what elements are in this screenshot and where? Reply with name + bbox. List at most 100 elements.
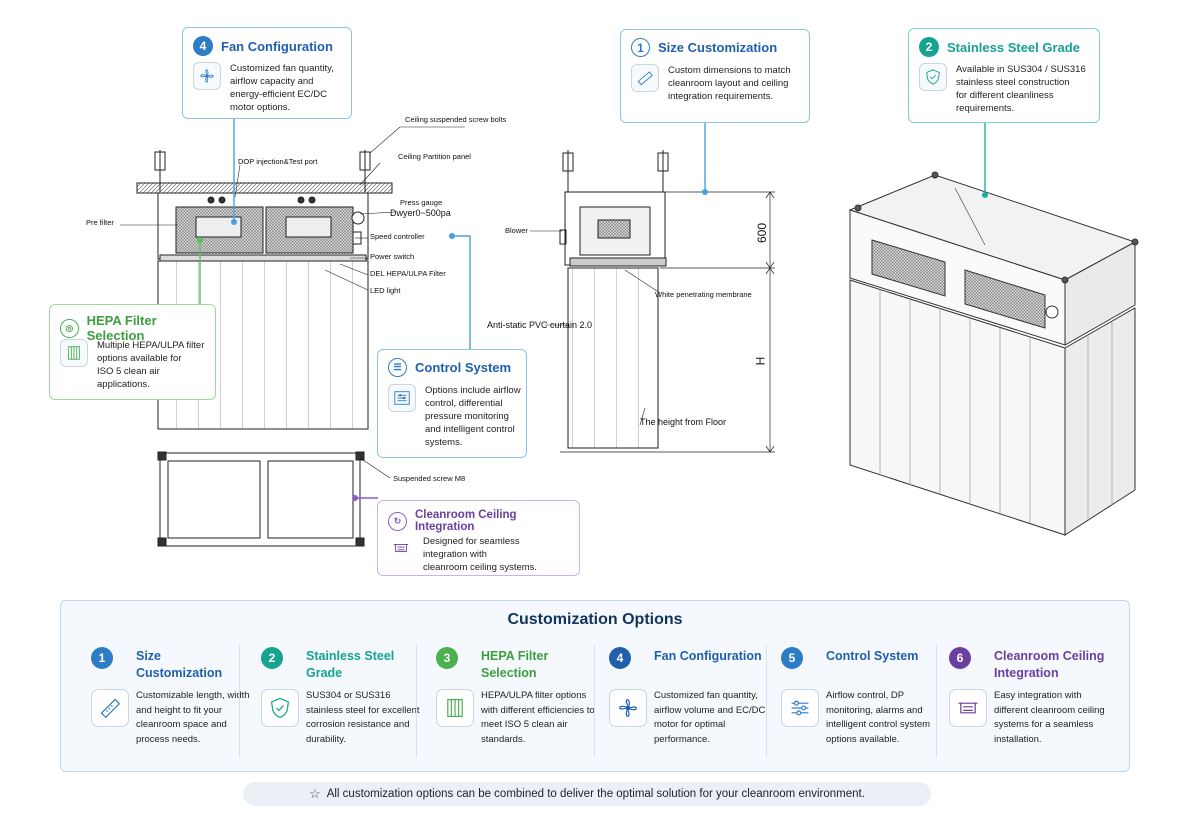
callout-text-line: and intelligent control <box>425 424 515 435</box>
callout-text-line: integration requirements. <box>668 91 774 102</box>
callout-text-line: control, differential <box>425 398 503 409</box>
callout-connectors <box>197 118 988 501</box>
footer-text: All customization options can be combine… <box>326 788 865 800</box>
ruler-icon <box>91 689 129 727</box>
label-dop-port: DOP injection&Test port <box>238 157 318 166</box>
option-description: Airflow control, DP monitoring, alarms a… <box>826 690 931 745</box>
label-led-light: LED light <box>370 286 401 295</box>
ceiling-small-icon: ↻ <box>388 511 407 531</box>
option-title: HEPA Filter Selection <box>481 649 549 680</box>
callout-text-line: airflow capacity and <box>230 76 314 87</box>
option-description: HEPA/ULPA filter options with different … <box>481 690 595 745</box>
label-speed-controller: Speed controller <box>370 232 425 241</box>
label-partition-panel: Ceiling Partition panel <box>398 152 471 161</box>
callout-number-badge: 4 <box>193 36 213 56</box>
footer-note: ☆ All customization options can be combi… <box>243 782 931 806</box>
label-dim-h: H <box>753 356 768 366</box>
technical-drawing <box>120 118 1139 547</box>
option-number-badge: 5 <box>781 647 803 669</box>
option-size: 1 Size Customization Customizable length… <box>71 645 250 765</box>
option-ceiling: 6 Cleanroom Ceiling Integration Easy int… <box>929 645 1124 765</box>
callout-text-line: options available for <box>97 353 182 364</box>
option-title: Stainless Steel Grade <box>306 649 395 680</box>
callout-stainless-steel: 2 Stainless Steel Grade Available in SUS… <box>908 28 1100 123</box>
callout-text-line: systems. <box>425 437 463 448</box>
option-description: Easy integration with different cleanroo… <box>994 690 1105 745</box>
filter-icon <box>436 689 474 727</box>
customization-options-panel: Customization Options 1 Size Customizati… <box>60 600 1130 772</box>
callout-title: Stainless Steel Grade <box>947 39 1080 55</box>
front-view <box>120 126 465 547</box>
option-number-badge: 4 <box>609 647 631 669</box>
callout-text-line: Available in SUS304 / SUS316 <box>956 64 1086 75</box>
divider <box>766 645 767 757</box>
callout-text-line: requirements. <box>956 103 1015 114</box>
label-membrane: White penetrating membrane <box>655 290 752 299</box>
callout-text-line: Options include airflow <box>425 385 521 396</box>
label-press-gauge: Press gauge <box>400 198 443 207</box>
callout-text-line: stainless steel construction <box>956 77 1070 88</box>
callout-text-line: Designed for seamless <box>423 536 520 547</box>
filter-icon <box>60 339 88 367</box>
control-panel-icon <box>781 689 819 727</box>
label-curtain: Anti-static PVC curtain 2.0 <box>487 320 593 330</box>
label-ceiling-bolts: Ceiling suspended screw bolts <box>405 115 507 124</box>
callout-title: HEPA Filter Selection <box>86 313 157 343</box>
callout-text-line: Custom dimensions to match <box>668 65 791 76</box>
callout-title: Cleanroom Ceiling Integration <box>414 509 517 533</box>
callout-text-line: for different cleanliness <box>956 90 1054 101</box>
option-steel: 2 Stainless Steel Grade SUS304 or SUS316… <box>241 645 420 765</box>
fan-icon <box>193 62 221 90</box>
callout-title: Control System <box>415 360 512 375</box>
option-number-badge: 3 <box>436 647 458 669</box>
label-hepa-filter: DEL HEPA/ULPA Filter <box>370 269 446 278</box>
ceiling-icon <box>949 689 987 727</box>
option-title: Cleanroom Ceiling Integration <box>994 649 1105 680</box>
callout-text-line: Multiple HEPA/ULPA filter <box>97 340 205 351</box>
option-title: Fan Configuration <box>654 649 762 663</box>
option-control: 5 Control System Airflow control, DP mon… <box>761 645 931 765</box>
callout-text-line: integration with <box>423 549 487 560</box>
divider <box>936 645 937 757</box>
ruler-icon <box>631 64 659 92</box>
label-power-switch: Power switch <box>370 252 415 261</box>
star-icon: ☆ <box>309 786 321 801</box>
option-number-badge: 6 <box>949 647 971 669</box>
divider <box>416 645 417 757</box>
callout-number-badge: 2 <box>919 37 939 57</box>
label-screw-m8: Suspended screw M8 <box>393 474 466 483</box>
option-title: Size Customization <box>136 649 223 680</box>
option-number-badge: 2 <box>261 647 283 669</box>
callout-title: Size Customization <box>658 40 778 55</box>
option-hepa: 3 HEPA Filter Selection HEPA/ULPA filter… <box>416 645 595 765</box>
callout-text-line: pressure monitoring <box>425 411 509 422</box>
control-small-icon: ☰ <box>388 358 407 377</box>
filter-small-icon: ◎ <box>60 318 79 338</box>
option-number-badge: 1 <box>91 647 113 669</box>
panel-title: Customization Options <box>507 611 683 628</box>
callout-text-line: cleanroom ceiling systems. <box>423 562 538 573</box>
label-floor-height: The height from Floor <box>640 417 727 427</box>
callout-text-line: ISO 5 clean air applications. <box>97 366 160 390</box>
side-view <box>530 150 775 453</box>
divider <box>239 645 240 757</box>
callout-ceiling-integration: ↻ Cleanroom Ceiling Integration Designed… <box>377 500 580 576</box>
option-title: Control System <box>826 649 919 663</box>
ceiling-icon <box>388 535 414 561</box>
callout-text-line: motor options. <box>230 102 291 113</box>
callout-control-system: ☰ Control System Options include airflow… <box>377 349 527 458</box>
callout-size-customization: 1 Size Customization Custom dimensions t… <box>620 29 810 123</box>
callout-hepa-filter: ◎ HEPA Filter Selection Multiple HEPA/UL… <box>49 304 216 400</box>
option-description: Customized fan quantity, airflow volume … <box>654 690 766 745</box>
label-dwyer: Dwyer0~500pa <box>390 208 451 218</box>
option-fan: 4 Fan Configuration Customized fan quant… <box>589 645 765 765</box>
shield-icon <box>261 689 299 727</box>
label-blower: Blower <box>505 226 528 235</box>
callout-text-line: Customized fan quantity, <box>230 63 334 74</box>
callout-fan-configuration: 4 Fan Configuration Customized fan quant… <box>182 27 352 119</box>
callout-number-badge: 1 <box>631 38 650 57</box>
callout-title: Fan Configuration <box>221 38 333 54</box>
label-dim-600: 600 <box>755 222 770 244</box>
label-prefilter: Pre filter <box>86 218 114 227</box>
control-panel-icon <box>388 384 416 412</box>
